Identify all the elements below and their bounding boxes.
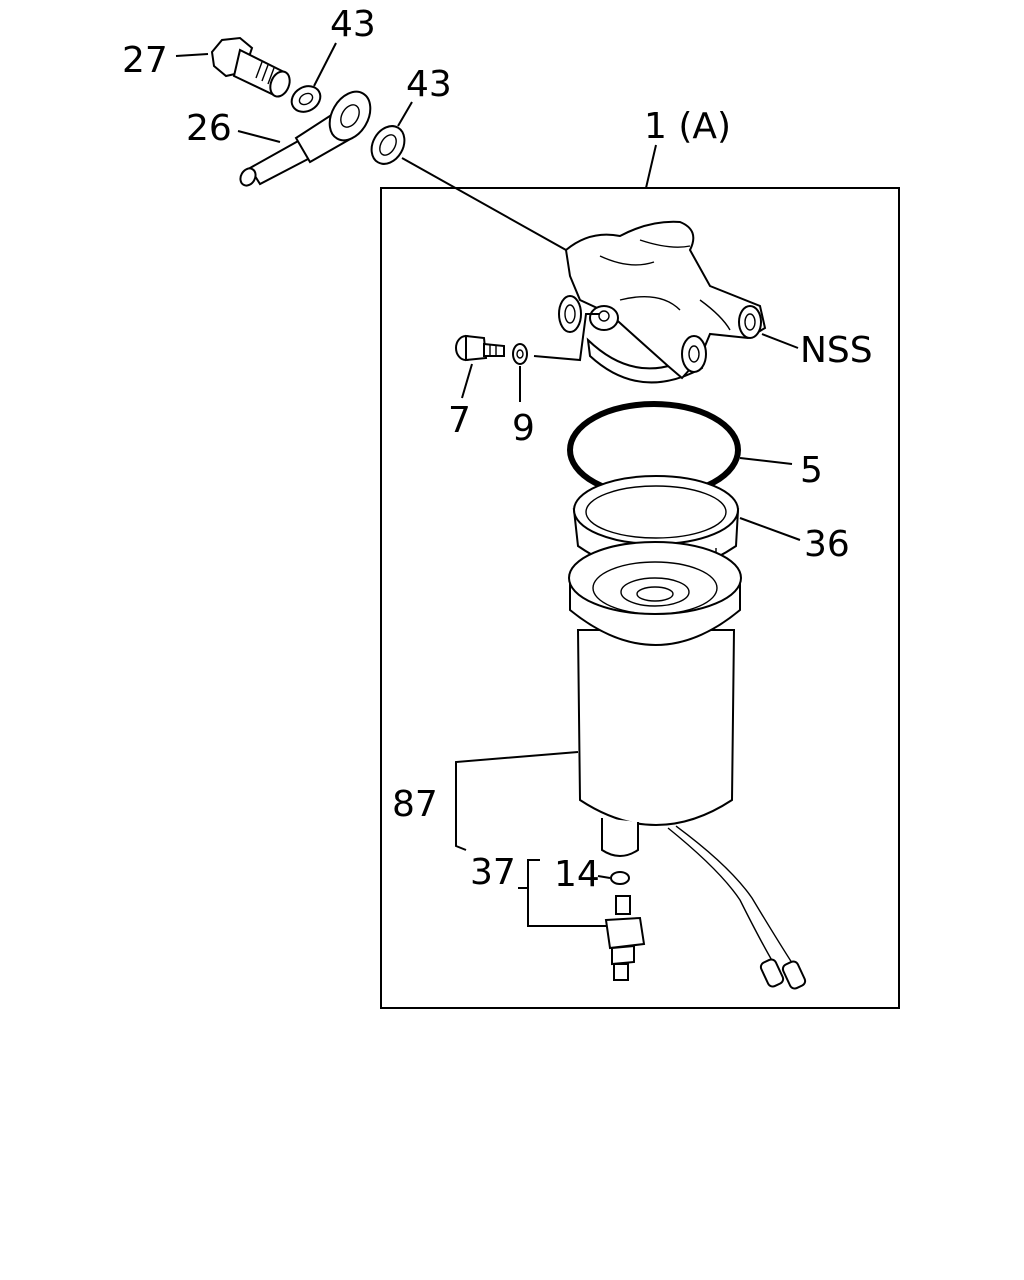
label-87: 87 xyxy=(392,784,438,825)
filter-element xyxy=(568,541,742,857)
banjo-bolt xyxy=(210,36,291,98)
label-37: 37 xyxy=(470,852,516,893)
sensor-wires xyxy=(667,825,807,990)
leader-9-to-head xyxy=(533,313,600,362)
drain-o-ring xyxy=(610,871,630,885)
assembly-leader xyxy=(645,144,657,189)
leader-nss xyxy=(761,333,799,349)
label-5: 5 xyxy=(800,450,823,491)
label-26: 26 xyxy=(186,108,232,149)
label-nss: NSS xyxy=(800,330,873,371)
leader-43-lower xyxy=(397,101,413,127)
leader-14 xyxy=(597,875,611,879)
leader-27 xyxy=(175,53,209,57)
assembly-frame xyxy=(380,187,900,1009)
label-14: 14 xyxy=(554,854,600,895)
label-9: 9 xyxy=(512,408,535,449)
label-7: 7 xyxy=(448,400,471,441)
filter-head xyxy=(558,220,767,384)
label-27: 27 xyxy=(122,40,168,81)
banjo-fitting xyxy=(239,90,372,187)
leader-36 xyxy=(739,517,801,541)
drain-plug xyxy=(604,895,646,981)
label-43-lower: 43 xyxy=(406,64,452,105)
leader-87 xyxy=(455,751,579,802)
leader-26 xyxy=(237,130,281,143)
small-washer xyxy=(512,343,528,365)
label-43-upper: 43 xyxy=(330,4,376,45)
leader-5 xyxy=(739,457,793,465)
washer-lower xyxy=(370,125,406,165)
label-1a: 1 (A) xyxy=(644,106,731,147)
washer-upper xyxy=(290,85,322,113)
label-36: 36 xyxy=(804,524,850,565)
leader-7 xyxy=(461,363,473,399)
leader-37 xyxy=(527,859,606,927)
bleed-screw xyxy=(455,334,505,362)
leader-washer-to-head xyxy=(401,157,567,251)
leader-87-37 xyxy=(455,802,467,851)
leader-43-upper xyxy=(313,42,337,87)
